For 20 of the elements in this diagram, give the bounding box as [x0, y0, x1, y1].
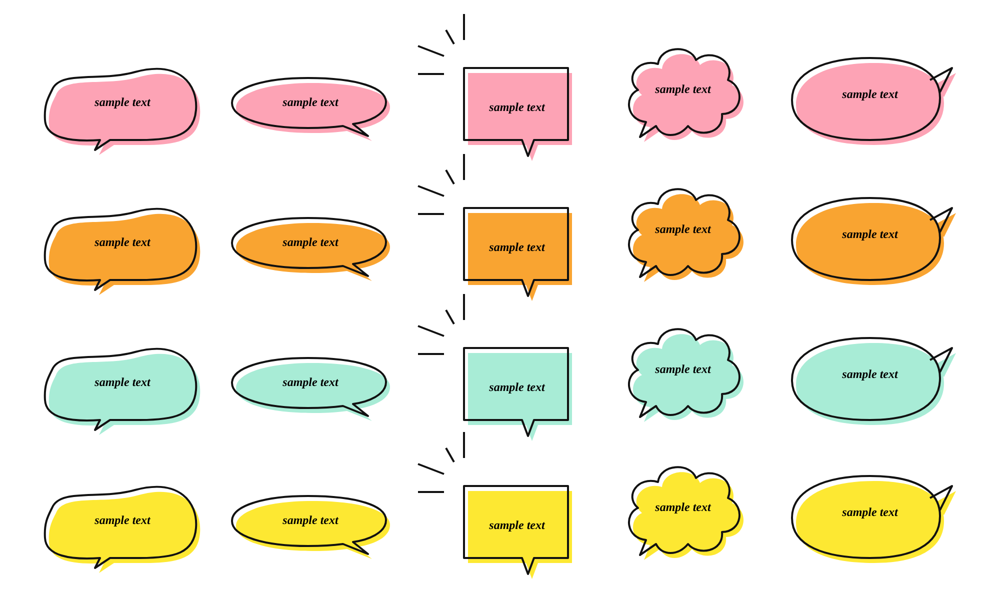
bubble-text: sample text	[282, 512, 338, 528]
bubble-text: sample text	[842, 366, 898, 383]
bubble-text: sample text	[489, 238, 545, 256]
bubble-text: sample text	[655, 80, 711, 98]
bubble-text: sample text	[282, 234, 338, 250]
bubble-text: sample text	[842, 226, 898, 243]
bubble-text: sample text	[655, 360, 711, 378]
bubble-text: sample text	[94, 374, 150, 390]
bubble-text: sample text	[282, 94, 338, 110]
bubble-text: sample text	[94, 94, 150, 110]
bubble-text: sample text	[489, 378, 545, 396]
bubble-text: sample text	[655, 220, 711, 238]
bubble-text: sample text	[94, 512, 150, 528]
bubble-text: sample text	[94, 234, 150, 250]
bubble-text: sample text	[842, 504, 898, 521]
bubble-text: sample text	[655, 498, 711, 516]
bubble-text: sample text	[489, 98, 545, 116]
bubble-text: sample text	[282, 374, 338, 390]
bubble-text: sample text	[842, 86, 898, 103]
bubble-text: sample text	[489, 516, 545, 534]
